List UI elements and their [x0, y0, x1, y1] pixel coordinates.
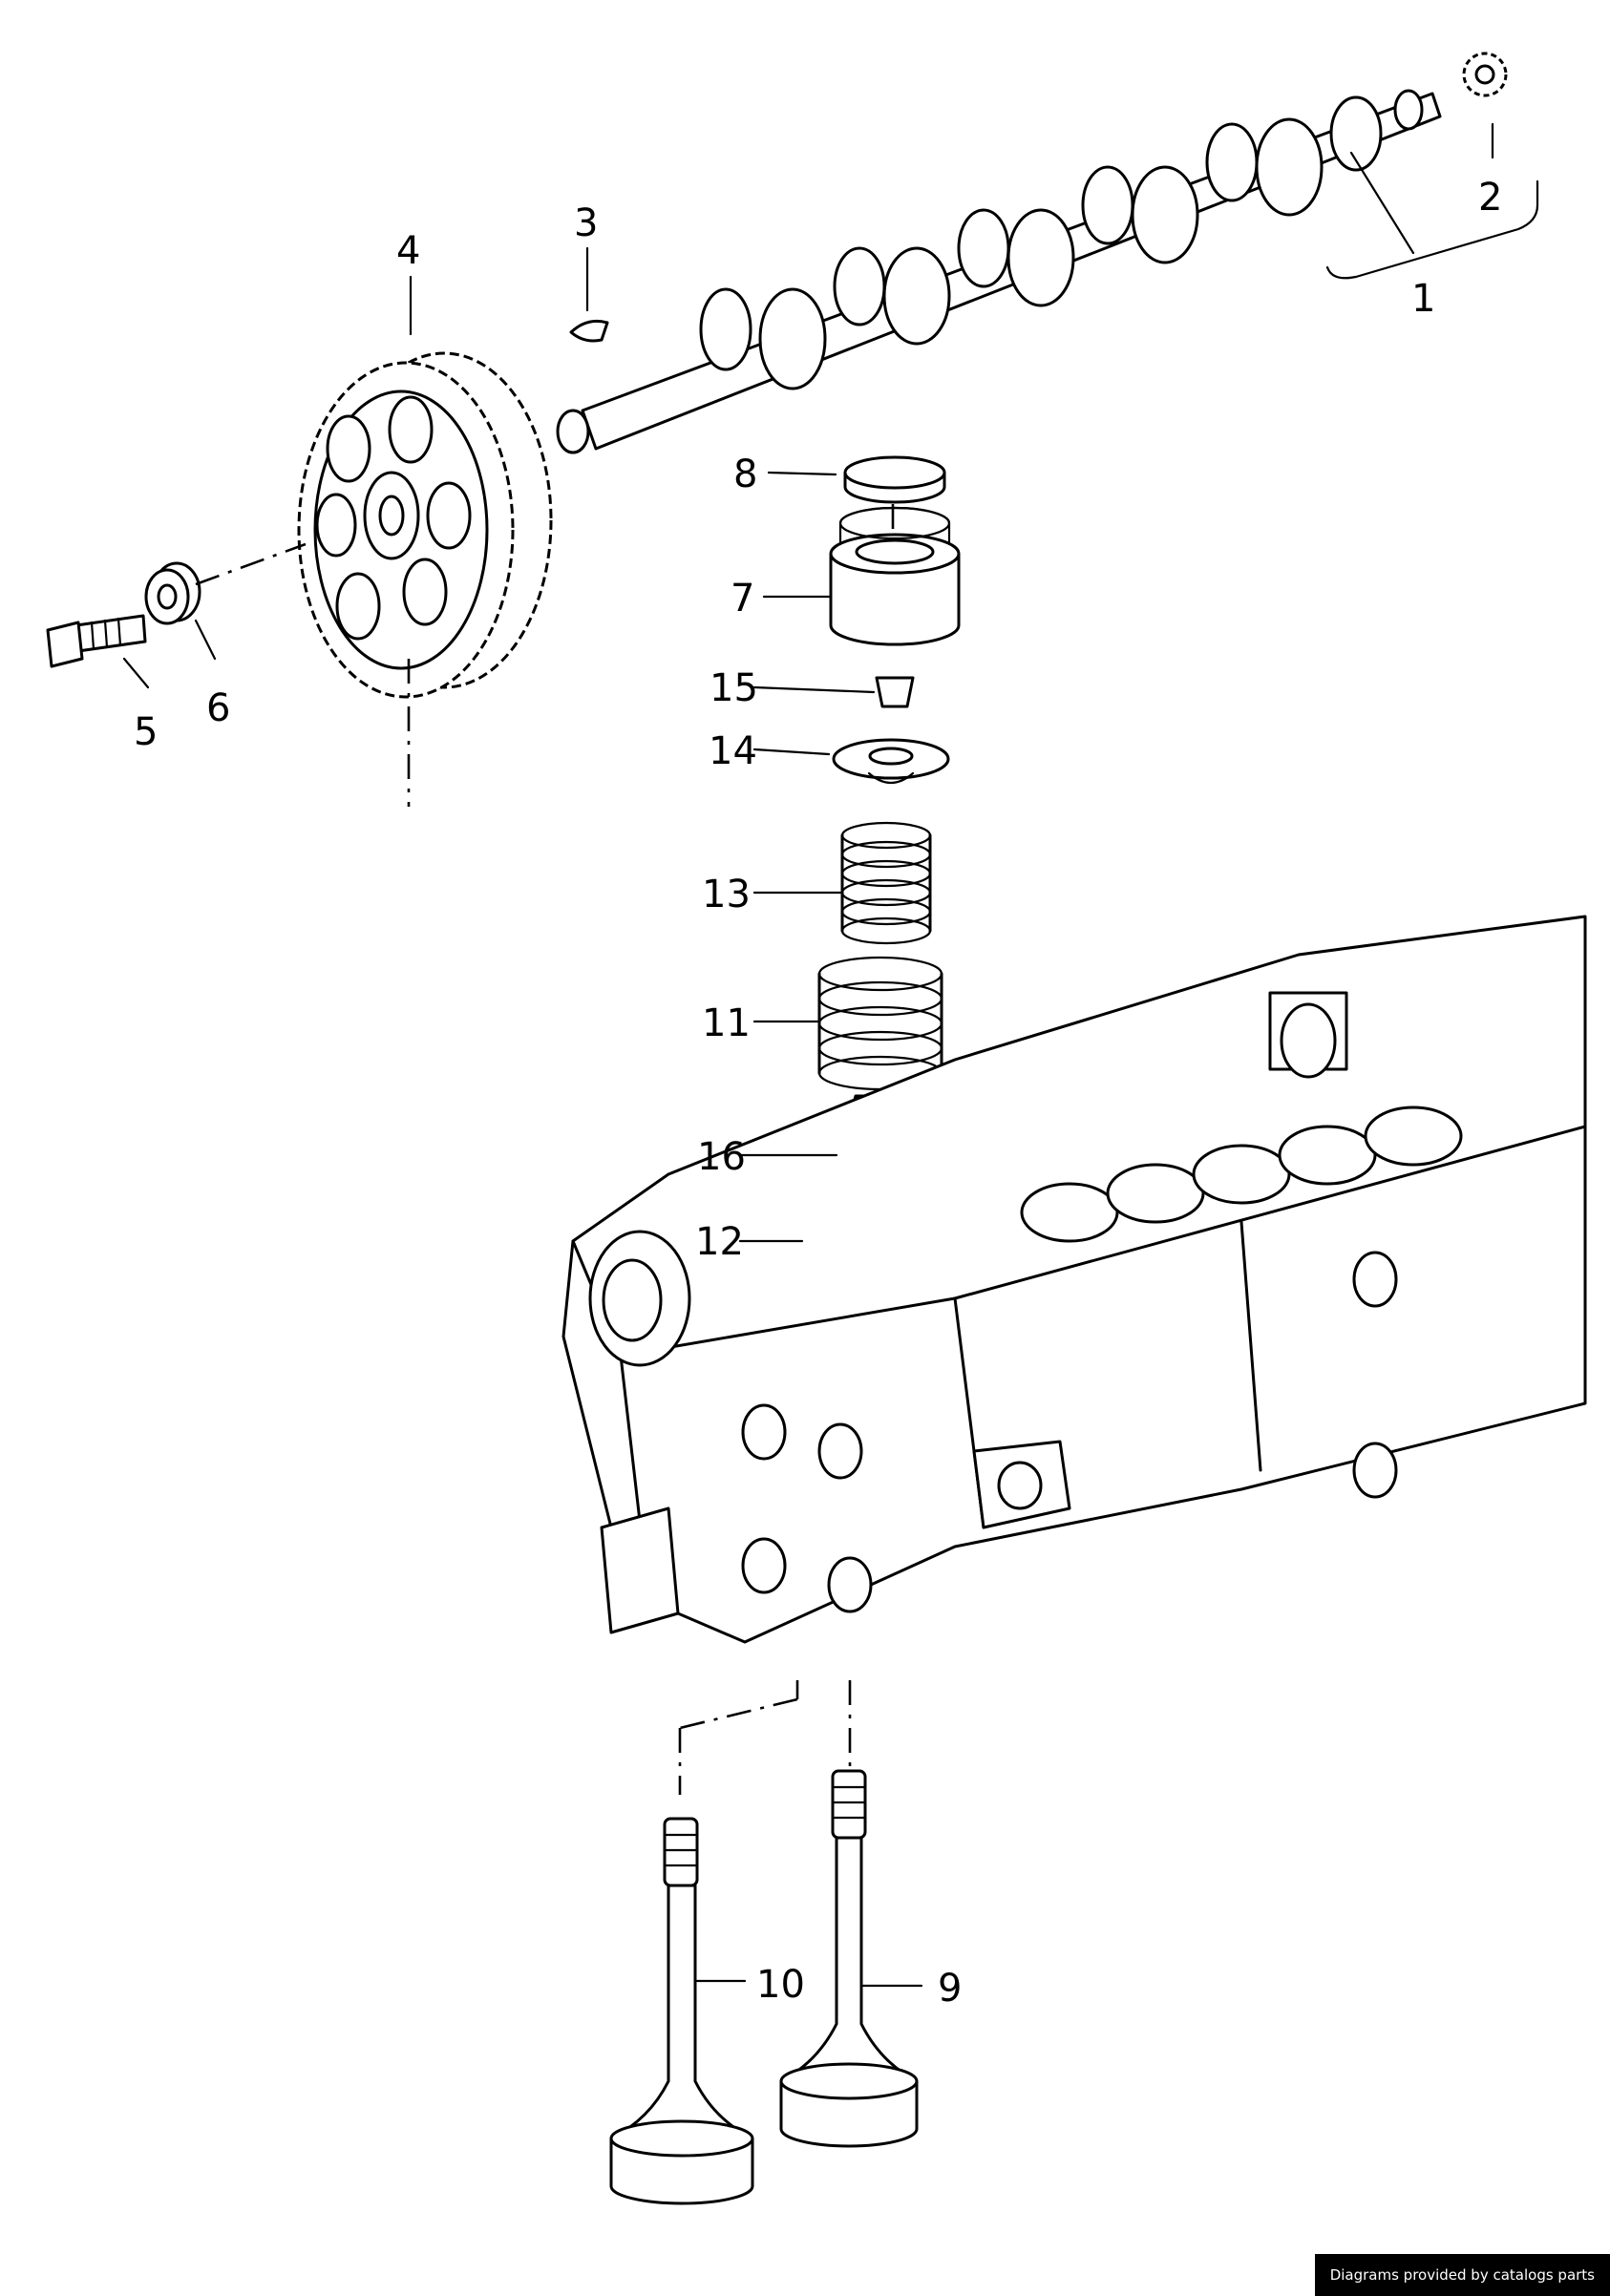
label-14: 14 [709, 729, 757, 773]
label-2: 2 [1478, 176, 1502, 220]
label-6: 6 [206, 686, 230, 730]
pulley-washer [144, 561, 201, 625]
camshaft [556, 89, 1442, 454]
label-16: 16 [697, 1135, 746, 1179]
label-3: 3 [574, 201, 598, 245]
label-8: 8 [733, 453, 757, 496]
label-11: 11 [702, 1001, 751, 1045]
adjusting-shim [843, 455, 946, 504]
label-15: 15 [710, 666, 758, 710]
label-5: 5 [134, 710, 158, 754]
toothed-pulley [297, 351, 553, 699]
label-1: 1 [1411, 277, 1435, 321]
outer-valve-spring [817, 956, 943, 1091]
cylinder-head [561, 915, 1587, 1644]
valve-10 [609, 1817, 754, 2205]
label-12: 12 [695, 1220, 744, 1264]
pulley-bolt [46, 614, 147, 668]
bucket-tappet [829, 506, 961, 646]
label-7: 7 [731, 577, 754, 621]
valve-cotters [875, 676, 915, 708]
label-10: 10 [756, 1963, 805, 2007]
woodruff-key [569, 319, 609, 343]
camshaft-gear [1462, 52, 1508, 97]
credit-banner: Diagrams provided by catalogs parts [1314, 2254, 1610, 2296]
spring-plate-upper [832, 738, 950, 785]
label-13: 13 [702, 873, 751, 916]
valve-9 [779, 1769, 919, 2148]
label-4: 4 [396, 229, 420, 273]
label-9: 9 [938, 1967, 962, 2011]
inner-valve-spring [840, 821, 932, 945]
leader-lines [122, 122, 1539, 1988]
